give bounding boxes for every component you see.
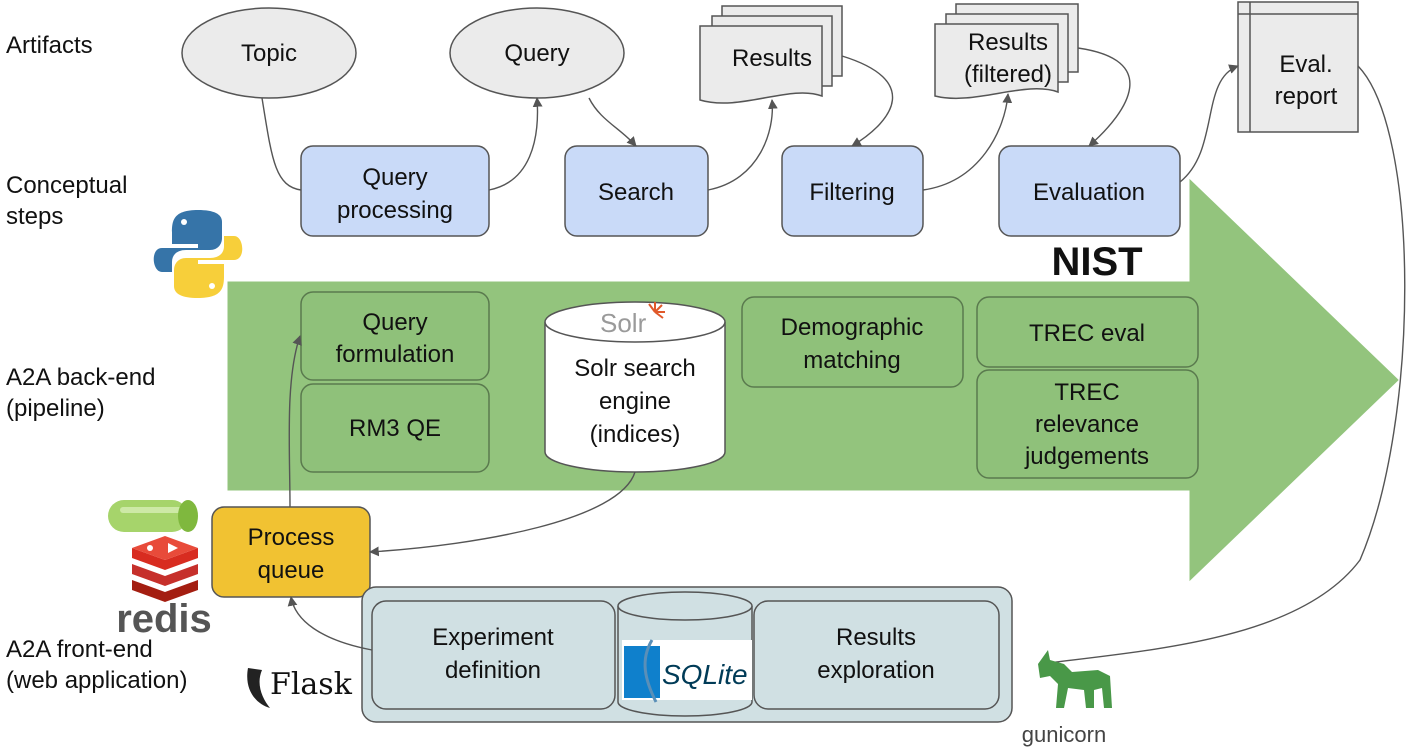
celery-logo-icon <box>108 500 198 532</box>
solr-logo-text: Solr <box>600 308 647 338</box>
step-search-label: Search <box>598 179 674 206</box>
connector-eval-report-to-frontend <box>1039 65 1406 668</box>
backend-trec-judgements-line3: judgements <box>1024 443 1149 470</box>
step-query-processing: Query processing <box>300 145 490 237</box>
row-label-conceptual-steps: Conceptual steps <box>6 172 128 230</box>
nist-logo-text: NIST <box>1051 240 1142 284</box>
redis-cube-icon <box>132 536 198 602</box>
artifact-topic-label: Topic <box>241 40 297 67</box>
gunicorn-logo: gunicorn <box>1022 650 1112 747</box>
gunicorn-logo-text: gunicorn <box>1022 722 1106 747</box>
frontend-results-exploration-line2: exploration <box>817 657 934 684</box>
backend-trec-eval: TREC eval <box>976 296 1199 368</box>
backend-query-formulation-line1: Query <box>362 309 427 336</box>
backend-solr-engine: Solr Solr search engine (indices) <box>544 301 726 473</box>
backend-query-formulation: Query formulation <box>300 291 490 381</box>
redis-logo: redis <box>116 536 212 641</box>
connector-queue-to-query-formulation <box>288 335 302 508</box>
frontend-process-queue: Process queue <box>211 506 371 598</box>
backend-trec-eval-label: TREC eval <box>1029 320 1145 347</box>
connector-results-filtered-to-evaluation <box>1077 47 1131 147</box>
backend-solr-engine-line1: Solr search <box>574 355 695 382</box>
connector-query-to-search <box>588 97 637 147</box>
step-evaluation-label: Evaluation <box>1033 179 1145 206</box>
backend-trec-judgements: TREC relevance judgements <box>976 369 1199 479</box>
solr-logo: Solr <box>600 302 665 338</box>
sqlite-logo-text: SQLite <box>662 659 748 690</box>
frontend-results-exploration-line1: Results <box>836 624 916 651</box>
python-logo-icon <box>153 210 243 298</box>
flask-logo: Flask <box>247 667 353 708</box>
artifact-results-label: Results <box>732 45 812 72</box>
artifact-topic: Topic <box>181 7 357 99</box>
row-label-artifacts: Artifacts <box>6 32 93 59</box>
backend-rm3-qe: RM3 QE <box>300 383 490 473</box>
frontend-experiment-definition: Experiment definition <box>371 600 616 710</box>
backend-query-formulation-line2: formulation <box>336 341 455 368</box>
artifact-eval-report-line2: report <box>1275 83 1338 110</box>
sqlite-logo: SQLite <box>622 639 752 703</box>
frontend-experiment-line1: Experiment <box>432 624 554 651</box>
step-search: Search <box>564 145 709 237</box>
artifact-results-filtered-line2: (filtered) <box>964 61 1052 88</box>
connector-query-processing-to-query <box>488 97 543 191</box>
row-label-frontend: A2A front-end (web application) <box>6 636 188 694</box>
step-evaluation: Evaluation <box>998 145 1181 237</box>
row-label-backend: A2A back-end (pipeline) <box>6 364 156 422</box>
gunicorn-unicorn-icon <box>1038 650 1112 708</box>
artifact-results-filtered-line1: Results <box>968 29 1048 56</box>
sqlite-feather-icon <box>643 639 658 703</box>
flask-logo-text: Flask <box>270 667 353 702</box>
artifact-eval-report: Eval. report <box>1237 1 1359 133</box>
connector-evaluation-to-eval-report <box>1179 64 1239 183</box>
frontend-process-queue-line1: Process <box>248 524 335 551</box>
artifact-query-label: Query <box>504 40 569 67</box>
connector-topic-to-query-processing <box>261 97 302 191</box>
frontend-experiment-line2: definition <box>445 657 541 684</box>
backend-rm3-qe-label: RM3 QE <box>349 415 441 442</box>
backend-trec-judgements-line1: TREC <box>1054 379 1119 406</box>
nist-logo: NIST <box>1051 240 1142 284</box>
backend-trec-judgements-line2: relevance <box>1035 411 1139 438</box>
solr-sunburst-icon <box>648 302 665 319</box>
artifact-eval-report-line1: Eval. <box>1279 51 1332 78</box>
connector-frontend-to-queue <box>287 596 373 651</box>
connector-search-to-results <box>707 99 778 191</box>
backend-solr-engine-line3: (indices) <box>590 421 681 448</box>
artifact-results-filtered: Results (filtered) <box>934 3 1079 100</box>
connector-results-to-filtering <box>841 55 894 147</box>
step-query-processing-line1: Query <box>362 164 427 191</box>
step-query-processing-line2: processing <box>337 197 453 224</box>
backend-demographic-matching: Demographic matching <box>741 296 964 388</box>
step-filtering-label: Filtering <box>809 179 894 206</box>
backend-demographic-line2: matching <box>803 347 900 374</box>
frontend-results-exploration: Results exploration <box>753 600 1000 710</box>
backend-demographic-line1: Demographic <box>781 314 924 341</box>
sqlite-database: SQLite <box>617 591 753 717</box>
redis-logo-text: redis <box>116 597 212 641</box>
flask-horn-icon <box>247 668 270 708</box>
artifact-query: Query <box>449 7 625 99</box>
step-filtering: Filtering <box>781 145 924 237</box>
backend-solr-engine-line2: engine <box>599 388 671 415</box>
frontend-process-queue-line2: queue <box>258 557 325 584</box>
connector-filtering-to-results-filtered <box>922 93 1013 191</box>
connectors <box>261 47 1406 668</box>
connector-solr-to-queue <box>369 471 636 557</box>
artifact-results: Results <box>699 5 843 104</box>
